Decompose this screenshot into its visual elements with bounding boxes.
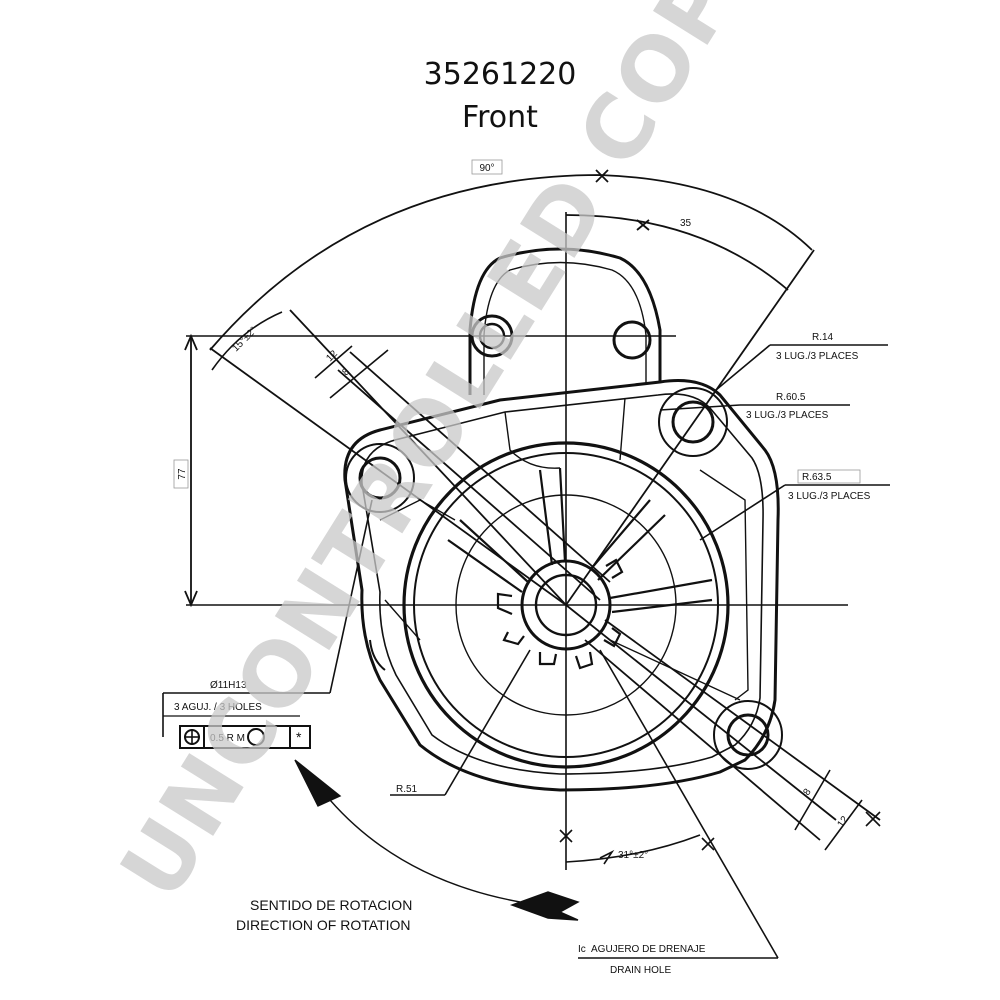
r51-label: R.51 bbox=[396, 784, 418, 795]
dimension-arms bbox=[209, 249, 881, 841]
angle-31-dimension bbox=[559, 829, 701, 865]
nose-spokes bbox=[447, 467, 713, 614]
width-8-bottom-label: 8 bbox=[801, 786, 813, 797]
pilot-circles bbox=[402, 441, 730, 769]
hole-note-label: 3 AGUJ. / 3 HOLES bbox=[174, 702, 262, 713]
r635-label: R.63.5 bbox=[802, 472, 832, 483]
hole-spec-callout bbox=[162, 499, 373, 749]
tolerance-mark: * bbox=[296, 729, 302, 745]
height-77-label: 77 bbox=[177, 468, 188, 480]
drain-hole-callout bbox=[578, 649, 779, 959]
pinion-gear bbox=[496, 558, 624, 670]
rotation-label-en: DIRECTION OF ROTATION bbox=[236, 917, 410, 933]
part-number: 35261220 bbox=[424, 57, 577, 92]
drain-label-es: AGUJERO DE DRENAJE bbox=[591, 944, 706, 955]
flange-housing bbox=[343, 247, 780, 792]
angle-31-label: 31°±2° bbox=[618, 850, 648, 861]
r635-note: 3 LUG./3 PLACES bbox=[788, 491, 871, 502]
drain-label-en: DRAIN HOLE bbox=[610, 965, 671, 976]
r605-note: 3 LUG./3 PLACES bbox=[746, 410, 829, 421]
rotation-label-es: SENTIDO DE ROTACION bbox=[250, 897, 412, 913]
r605-label: R.60.5 bbox=[776, 392, 806, 403]
r14-label: R.14 bbox=[812, 332, 834, 343]
r14-note: 3 LUG./3 PLACES bbox=[776, 351, 859, 362]
height-77-box bbox=[173, 459, 189, 489]
width-dims-bottom bbox=[794, 769, 881, 851]
width-8-top-label: 8 bbox=[340, 366, 352, 378]
r51-callout bbox=[390, 649, 531, 796]
angle-90-box bbox=[471, 159, 503, 175]
mounting-lugs bbox=[345, 314, 783, 770]
hole-dia-label: Ø11H13 bbox=[210, 680, 247, 691]
angle-35-label: 35 bbox=[680, 218, 692, 229]
rotation-arrow bbox=[294, 759, 580, 921]
tolerance-label: 0.5 R M bbox=[210, 733, 245, 744]
r635-box bbox=[797, 469, 861, 484]
width-dims-top bbox=[314, 345, 389, 399]
width-12-bottom-label: 12 bbox=[835, 814, 851, 830]
angle-90-dimension bbox=[209, 169, 813, 351]
height-77-dimension bbox=[184, 333, 198, 608]
angle-15-arc bbox=[211, 311, 283, 371]
centre-lines bbox=[186, 212, 848, 870]
drain-prefix: Iᴄ bbox=[578, 944, 586, 955]
angle-90-label: 90° bbox=[479, 163, 494, 174]
angle-15-label: 15°±2° bbox=[230, 325, 259, 354]
view-label: Front bbox=[462, 100, 538, 135]
right-callout-leaders bbox=[659, 344, 890, 541]
